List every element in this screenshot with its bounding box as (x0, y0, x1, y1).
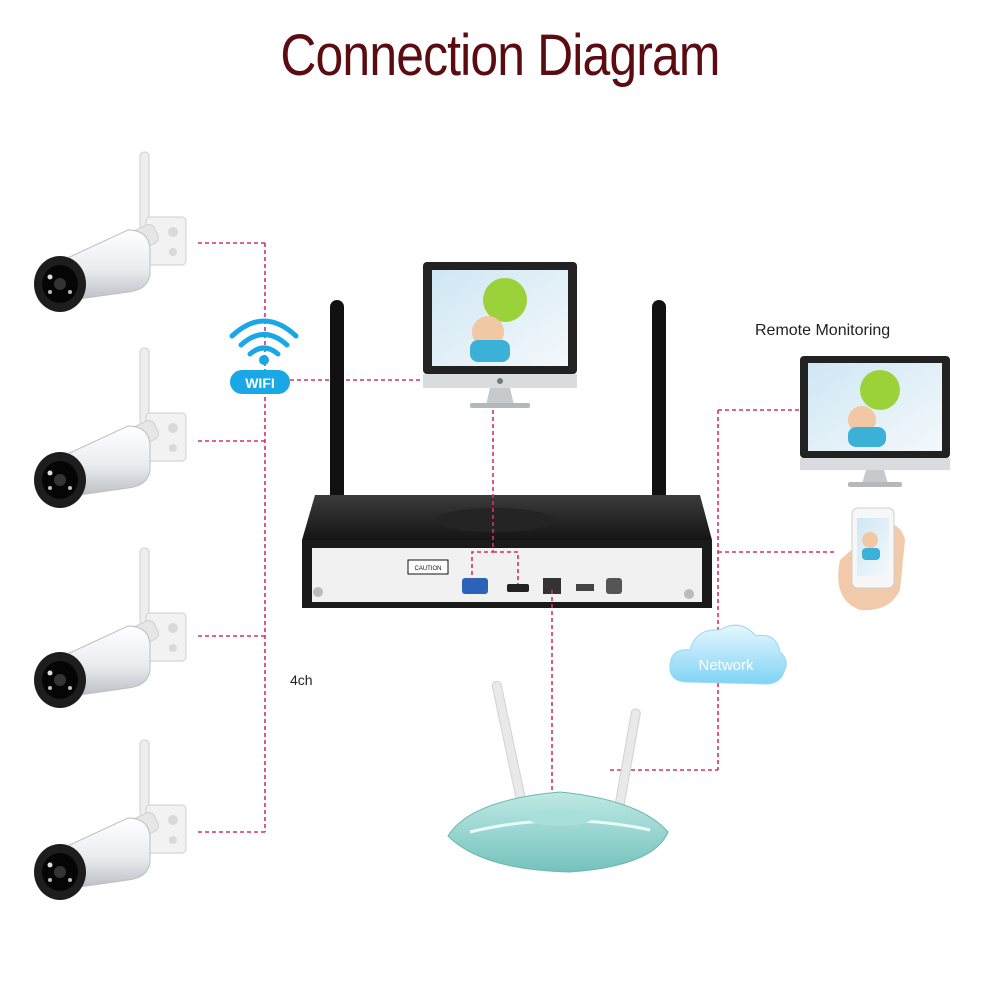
caution-label: CAUTION (415, 566, 442, 572)
ip-camera-3 (33, 547, 187, 709)
diagram-title: Connection Diagram (280, 23, 720, 88)
remote-monitor-icon (800, 356, 950, 487)
smartphone-icon (838, 507, 905, 611)
ip-camera-4 (33, 739, 187, 901)
router-icon (447, 680, 669, 873)
ip-camera-1 (33, 151, 187, 313)
remote-monitoring-label: Remote Monitoring (755, 322, 891, 339)
channel-count-label: 4ch (290, 672, 313, 688)
wifi-label: WIFI (245, 375, 275, 391)
wifi-icon: WIFI (229, 318, 299, 394)
nvr-wires (471, 410, 553, 792)
ip-camera-2 (33, 347, 187, 509)
camera-wires (198, 242, 425, 833)
cloud-icon: Network (669, 624, 787, 685)
local-monitor-icon (423, 262, 577, 408)
network-label: Network (698, 657, 754, 674)
